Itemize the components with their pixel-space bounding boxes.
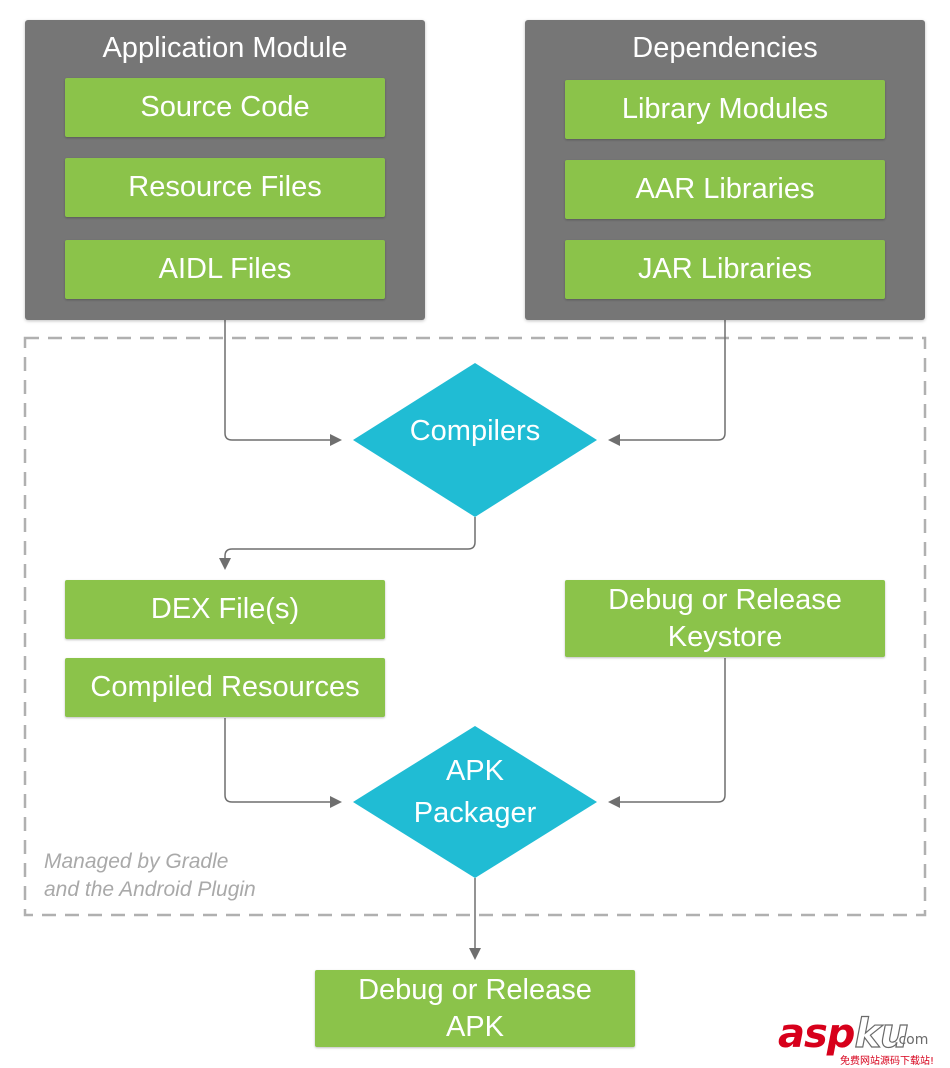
apk-packager-label: APK Packager [413, 755, 537, 829]
library-modules-label: Library Modules [621, 93, 829, 125]
resource-files-box: Resource Files [65, 158, 385, 217]
application-module-title: Application Module [102, 32, 348, 64]
connector-compilers-to-dex [219, 517, 476, 570]
aidl-files-box: AIDL Files [65, 240, 385, 299]
aspku-watermark: aspku .com 免费网站源码下载站! [778, 1011, 948, 1068]
resource-files-label: Resource Files [128, 171, 322, 203]
apk-packager-diamond [353, 726, 597, 878]
jar-libraries-label: JAR Libraries [637, 253, 813, 285]
keystore-box: Debug or Release Keystore [565, 580, 885, 657]
dex-files-label: DEX File(s) [150, 593, 300, 625]
dex-files-box: DEX File(s) [65, 580, 385, 639]
compiled-resources-label: Compiled Resources [90, 671, 360, 703]
aar-libraries-label: AAR Libraries [635, 173, 815, 205]
aar-libraries-box: AAR Libraries [565, 160, 885, 219]
watermark-brand-outline: ku [854, 1011, 909, 1057]
managed-note-line1: Managed by Gradle [44, 850, 229, 873]
managed-note-line2: and the Android Plugin [44, 878, 256, 901]
compiled-resources-box: Compiled Resources [65, 658, 385, 717]
library-modules-box: Library Modules [565, 80, 885, 139]
compilers-label: Compilers [409, 415, 541, 447]
watermark-domain: .com [894, 1032, 929, 1048]
watermark-brand: aspku [778, 1011, 909, 1057]
managed-by-gradle-note: Managed by Gradle and the Android Plugin [44, 848, 256, 904]
dependencies-title: Dependencies [632, 32, 818, 64]
source-code-box: Source Code [65, 78, 385, 137]
watermark-tagline: 免费网站源码下载站! [840, 1056, 935, 1067]
jar-libraries-box: JAR Libraries [565, 240, 885, 299]
compilers-diamond [353, 363, 597, 517]
final-apk-label: Debug or Release APK [358, 973, 592, 1043]
connector-dependencies-to-compilers [608, 320, 726, 446]
aidl-files-label: AIDL Files [158, 253, 292, 285]
connector-app-module-to-compilers [224, 320, 342, 446]
final-apk-box: Debug or Release APK [315, 970, 635, 1047]
managed-region-border [23, 336, 927, 917]
connector-keystore-to-packager [608, 658, 726, 808]
keystore-label: Debug or Release Keystore [608, 583, 842, 653]
connector-compiled-resources-to-packager [224, 718, 342, 808]
source-code-label: Source Code [140, 91, 310, 123]
watermark-brand-red: asp [778, 1011, 855, 1057]
